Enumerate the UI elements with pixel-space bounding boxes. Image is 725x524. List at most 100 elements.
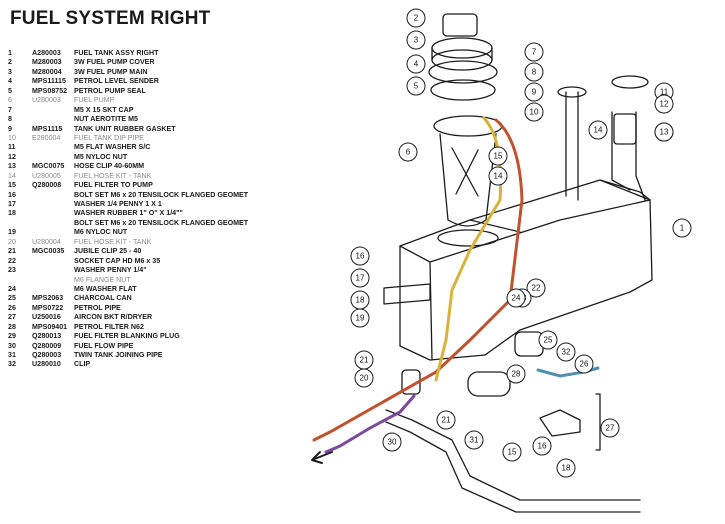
purple-pipe: [324, 394, 416, 454]
callout-circle: [488, 166, 508, 186]
twin-tank-pipe: [385, 409, 641, 513]
part-description: M6 NYLOC NUT: [74, 228, 128, 237]
pump-main: [431, 37, 493, 59]
callout-circle: [350, 308, 370, 328]
part-number: 19: [8, 228, 16, 237]
callout-circle: [350, 268, 370, 288]
callout-circle: [524, 102, 544, 122]
callout-circle: [654, 122, 674, 142]
callout-21: 21: [354, 350, 374, 370]
dip-pipe: [565, 91, 579, 201]
part-description: FUEL HOSE KIT - TANK: [74, 237, 152, 246]
callout-circle: [488, 146, 508, 166]
part-description: BOLT SET M6 x 20 TENSILOCK FLANGED GEOME…: [74, 190, 249, 199]
callout-30: 30: [382, 432, 402, 452]
fuel-tank: [399, 179, 653, 361]
callout-number: 20: [360, 374, 369, 383]
callout-14: 14: [488, 166, 508, 186]
part-number: 18: [8, 209, 16, 218]
callout-number: 15: [494, 152, 503, 161]
part-code: Q280008: [32, 181, 62, 190]
part-number: 24: [8, 284, 16, 293]
part-code: U280010: [32, 360, 61, 369]
callout-number: 24: [512, 294, 521, 303]
part-code: MPS2063: [32, 294, 64, 303]
dip-pipe-cap: [557, 86, 587, 98]
callout-circle: [524, 62, 544, 82]
callout-number: 31: [470, 436, 479, 445]
callout-number: 10: [530, 108, 539, 117]
part-description: FUEL HOSE KIT - TANK: [74, 171, 152, 180]
part-description: FUEL FILTER TO PUMP: [74, 181, 153, 190]
part-code: U280004: [32, 237, 61, 246]
part-number: 13: [8, 162, 16, 171]
callout-12: 12: [654, 94, 674, 114]
callout-7: 7: [524, 42, 544, 62]
part-code: MGC0035: [32, 247, 65, 256]
callout-circle: [672, 218, 692, 238]
callout-number: 2: [414, 14, 419, 23]
callout-number: 6: [406, 148, 411, 157]
part-description: TANK UNIT RUBBER GASKET: [74, 124, 176, 133]
callout-26: 26: [574, 354, 594, 374]
part-description: JUBILE CLIP 25 - 40: [74, 247, 142, 256]
callout-circle: [406, 76, 426, 96]
part-number: 15: [8, 181, 16, 190]
part-row: M6 FLANGE NUT: [8, 276, 308, 285]
callout-number: 17: [356, 274, 365, 283]
part-number: 29: [8, 332, 16, 341]
part-row: BOLT SET M6 x 20 TENSILOCK FLANGED GEOME…: [8, 219, 308, 228]
part-code: Q280009: [32, 341, 62, 350]
callout-25: 25: [538, 330, 558, 350]
callout-28: 28: [506, 364, 526, 384]
callout-circle: [538, 330, 558, 350]
callout-circle: [526, 278, 546, 298]
callout-8: 8: [524, 62, 544, 82]
callout-3: 3: [406, 30, 426, 50]
pump-seal: [430, 79, 496, 101]
part-code: MPS09401: [32, 322, 68, 331]
callout-circle: [574, 354, 594, 374]
callout-27: 27: [600, 418, 620, 438]
callout-circle: [556, 458, 576, 478]
callout-17: 17: [350, 268, 370, 288]
part-description: FUEL TANK ASSY RIGHT: [74, 49, 159, 57]
part-description: PETROL PIPE: [74, 303, 121, 312]
callout-9: 9: [524, 82, 544, 102]
part-code: E280004: [32, 133, 61, 142]
callout-number: 11: [660, 88, 669, 97]
callout-number: 26: [580, 360, 589, 369]
part-number: 9: [8, 124, 12, 133]
callout-16: 16: [532, 436, 552, 456]
callout-circle: [398, 142, 418, 162]
part-description: AIRCON BKT R/DRYER: [74, 313, 153, 322]
mount-bracket: [383, 283, 431, 305]
part-description: M5 NYLOC NUT: [74, 152, 128, 161]
part-description: 3W FUEL PUMP COVER: [74, 58, 155, 67]
part-number: 2: [8, 58, 12, 67]
part-number: 22: [8, 256, 16, 265]
part-number: 21: [8, 247, 16, 256]
callout-circle: [524, 42, 544, 62]
part-code: U280003: [32, 96, 61, 105]
callout-circle: [506, 288, 526, 308]
callout-circle: [406, 8, 426, 28]
callout-number: 18: [562, 464, 571, 473]
part-description: FUEL PUMP: [74, 96, 115, 105]
callout-number: 27: [606, 424, 615, 433]
callout-number: 19: [356, 314, 365, 323]
part-code: Q280013: [32, 332, 62, 341]
part-code: A280003: [32, 49, 61, 57]
pump-cover: [442, 13, 478, 37]
callout-18: 18: [556, 458, 576, 478]
callout-number: 16: [538, 442, 547, 451]
callout-circle: [600, 418, 620, 438]
part-description: FUEL FILTER BLANKING PLUG: [74, 332, 180, 341]
